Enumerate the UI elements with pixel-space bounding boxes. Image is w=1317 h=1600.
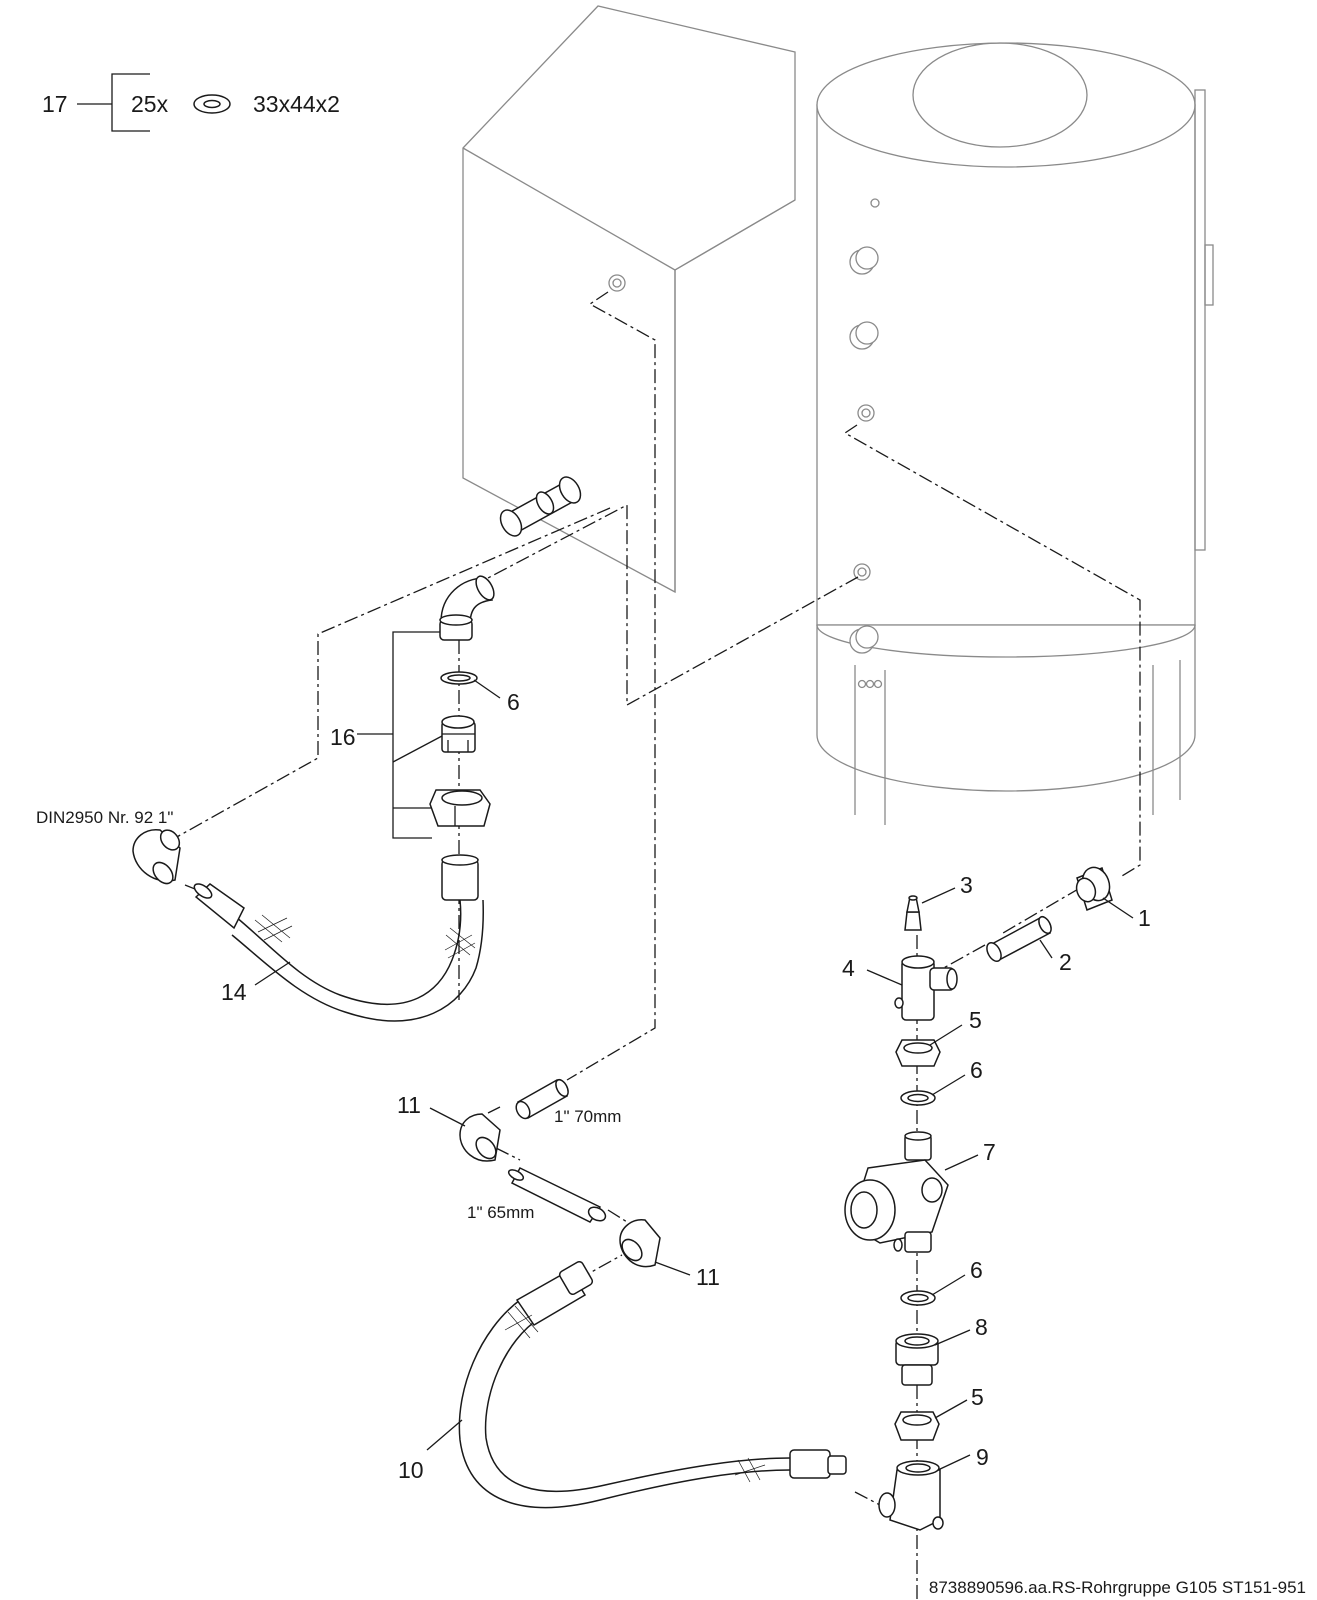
callout-6-lower: 6 [970,1257,983,1283]
gasket-ring-icon [193,94,231,114]
part-7-pump [844,1131,949,1253]
connection-lines [174,291,1141,1600]
callout-2: 2 [1059,949,1072,975]
part-11-elbow-lower [619,1219,661,1268]
callout-7: 7 [983,1139,996,1165]
callout-5-upper: 5 [969,1007,982,1033]
part-4-tee [894,955,958,1021]
callout-1: 1 [1138,905,1151,931]
callout-16: 16 [330,724,356,750]
part-16-union-nut [429,789,491,827]
tank-port-1 [849,246,879,275]
quantity-label: 25x [131,91,169,117]
part-16-elbow [439,575,495,641]
nipple-70mm [515,1078,569,1120]
hose-14-fitting-left [193,883,245,930]
part-6-gasket-lower [900,1290,936,1306]
boiler-unit [462,5,796,594]
part-6-gasket-middle [900,1090,936,1106]
part-11-elbow-upper [459,1113,501,1162]
hose-14-fitting-right [441,854,479,901]
hose-10-fitting-top [515,1260,594,1327]
callout-5-lower: 5 [971,1384,984,1410]
boiler-outlet-pipe [499,476,582,537]
callout-leaders [254,679,1134,1471]
item-17-label: 17 [42,91,68,117]
tank-port-2 [849,321,879,350]
part-14-hose [193,854,484,1022]
part-6-gasket-upper [440,671,478,685]
nipple-65mm-note: 1" 65mm [467,1203,534,1222]
callout-14: 14 [221,979,247,1005]
storage-tank [816,42,1214,825]
part-9-elbow [878,1460,944,1531]
part-10-hose [458,1260,847,1509]
callout-10: 10 [398,1457,424,1483]
callout-6-upper: 6 [507,689,520,715]
callout-9: 9 [976,1444,989,1470]
tank-port-4 [853,563,871,581]
din-elbow-note: DIN2950 Nr. 92 1" [36,808,173,827]
hose-10-fitting-bottom [789,1449,847,1479]
tank-port-3 [857,404,875,422]
gasket-size-label: 33x44x2 [253,91,340,117]
part-16-hex-nipple [441,715,476,753]
part-1-union [1075,866,1113,911]
part-8-adapter [895,1333,939,1386]
part-16-bracket [357,631,443,839]
part-3-air-vent [904,895,922,931]
callout-6-middle: 6 [970,1057,983,1083]
callout-3: 3 [960,872,973,898]
drawing-id: 8738890596.aa.RS-Rohrgruppe G105 ST151-9… [929,1578,1306,1597]
gasket-pack-header: 17 25x 33x44x2 [42,73,340,132]
callout-11-lower: 11 [696,1264,720,1290]
part-5-nut-lower [894,1411,940,1441]
callout-numbers: 1 2 3 4 5 6 7 6 8 5 9 10 11 11 14 16 6 [221,689,1151,1483]
notes: DIN2950 Nr. 92 1" 1" 70mm 1" 65mm [36,808,621,1222]
tank-port-5 [849,625,879,654]
part-5-nut-upper [895,1039,941,1067]
callout-4: 4 [842,955,855,981]
din-elbow [132,829,181,885]
nipple-70mm-note: 1" 70mm [554,1107,621,1126]
callout-8: 8 [975,1314,988,1340]
part-2-nipple [986,915,1052,963]
callout-11-upper: 11 [397,1092,421,1118]
nipple-65mm [507,1167,607,1223]
